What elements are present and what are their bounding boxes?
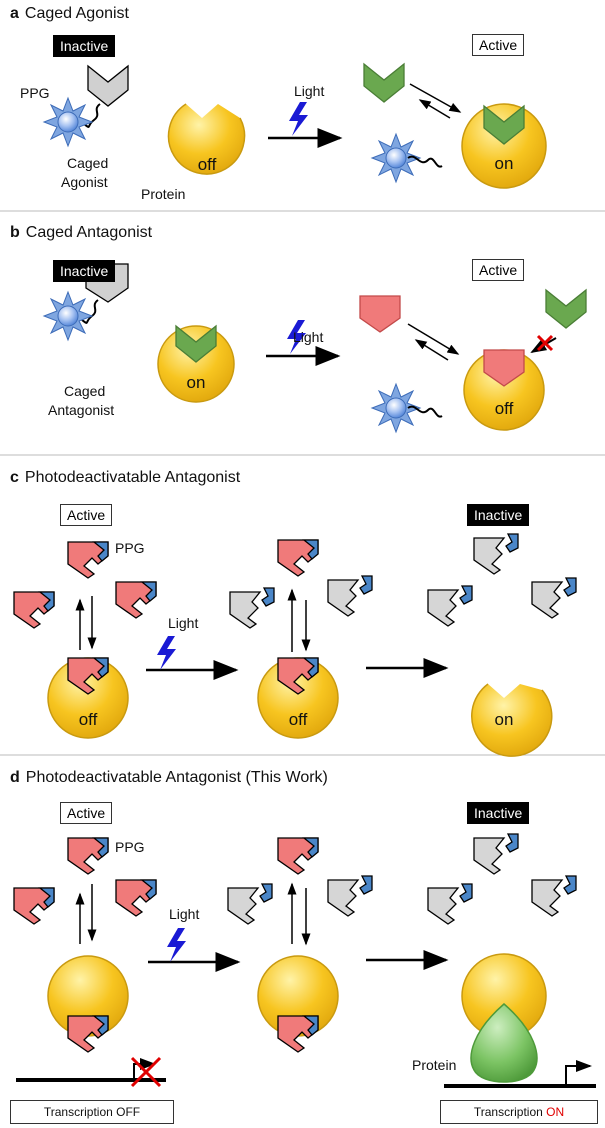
- panel-c-heading: c Photodeactivatable Antagonist: [10, 470, 240, 486]
- transcription-off-state: OFF: [116, 1105, 141, 1119]
- panel-d-graphics: [13, 833, 596, 1088]
- panel-c-graphics: [13, 533, 577, 757]
- panel-b-graphics: [43, 263, 587, 433]
- panel-b-letter: b: [10, 224, 20, 241]
- panel-a-state-on: on: [494, 154, 514, 173]
- panel-b-state-on: on: [186, 373, 206, 392]
- panel-a-state-off: off: [197, 155, 217, 174]
- panel-c-active-badge: Active: [60, 504, 113, 526]
- panel-a-protein-label: Protein: [141, 186, 186, 202]
- panel-d-title: Photodeactivatable Antagonist (This Work…: [25, 769, 328, 786]
- panel-b-state-off: off: [494, 399, 514, 418]
- panel-c-inactive-badge: Inactive: [467, 504, 530, 526]
- panel-a-caged-agonist-line1: Caged: [67, 155, 109, 171]
- panel-d-active-badge: Active: [60, 802, 113, 824]
- transcription-off-box: Transcription OFF: [10, 1100, 174, 1124]
- panel-a-ppg-label: PPG: [20, 85, 50, 101]
- panel-a-caged-agonist-line2: Agonist: [61, 174, 108, 190]
- panel-d-light-label: Light: [169, 906, 200, 922]
- panel-c-light-label: Light: [168, 615, 199, 631]
- panel-b-title: Caged Antagonist: [25, 224, 153, 241]
- panel-c-state-2: off: [288, 710, 308, 729]
- transcription-on-state: ON: [546, 1105, 565, 1119]
- panel-c-state-3: on: [494, 710, 514, 729]
- panel-b-heading: b Caged Antagonist: [10, 225, 152, 241]
- panel-b-caged-antagonist-line2: Antagonist: [48, 402, 115, 418]
- panel-c-state-1: off: [78, 710, 98, 729]
- panel-a-active-badge: Active: [472, 34, 525, 56]
- panel-a-title: Caged Agonist: [24, 5, 129, 22]
- transcription-on-prefix: Transcription: [473, 1105, 547, 1119]
- panel-a-letter: a: [10, 5, 19, 22]
- transcription-on-box: Transcription ON: [440, 1100, 598, 1124]
- panel-d-inactive-badge: Inactive: [467, 802, 530, 824]
- panel-d-protein-label: Protein: [412, 1057, 457, 1073]
- transcription-off-prefix: Transcription: [43, 1105, 117, 1119]
- panel-c-ppg-label: PPG: [115, 540, 145, 556]
- panel-b-inactive-badge: Inactive: [53, 260, 116, 282]
- panel-c-letter: c: [10, 469, 19, 486]
- panel-d-heading: d Photodeactivatable Antagonist (This Wor…: [10, 770, 328, 786]
- panel-a-heading: a Caged Agonist: [10, 6, 129, 22]
- panel-a-graphics: [43, 62, 547, 189]
- panel-c-title: Photodeactivatable Antagonist: [24, 469, 241, 486]
- panel-b-caged-antagonist-line1: Caged: [64, 383, 106, 399]
- panel-b-light-label: Light: [293, 329, 324, 345]
- panel-a-inactive-badge: Inactive: [53, 35, 116, 57]
- panel-d-letter: d: [10, 769, 20, 786]
- panel-b-active-badge: Active: [472, 259, 525, 281]
- panel-a-light-label: Light: [294, 83, 325, 99]
- panel-d-ppg-label: PPG: [115, 839, 145, 855]
